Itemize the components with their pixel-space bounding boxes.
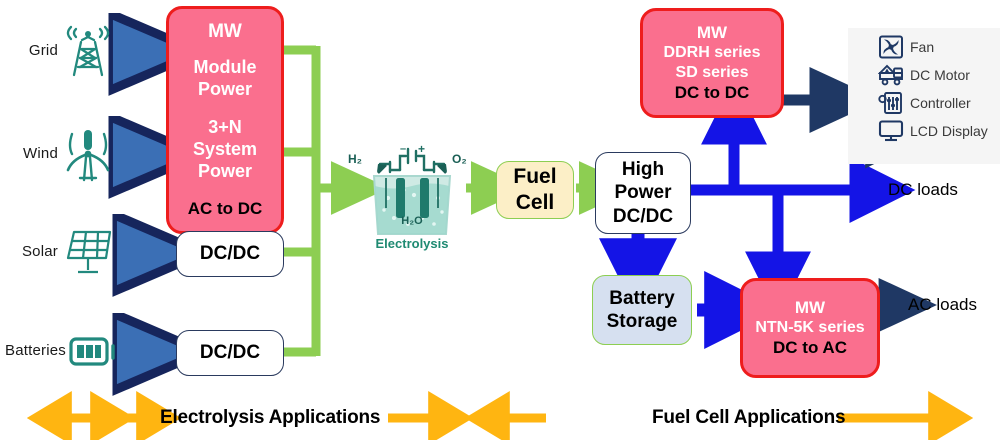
solar-dcdc-label: DC/DC — [199, 243, 261, 265]
green-bus — [284, 45, 321, 357]
banner-label-electrolysis: Electrolysis Applications — [160, 407, 381, 428]
dc-to-dc-module-box[interactable]: MW DDRH series SD series DC to DC — [640, 8, 784, 118]
solar-dcdc-box[interactable]: DC/DC — [176, 231, 284, 277]
wind-turbine-icon — [66, 130, 110, 182]
load-label-controller: Controller — [910, 95, 971, 111]
high-power-line-2: Power — [614, 182, 672, 204]
hydrogen-label: H₂ — [348, 152, 362, 166]
dcdc-module-line-1: MW — [696, 22, 728, 42]
high-power-dcdc-box[interactable]: High Power DC/DC — [595, 152, 691, 234]
dcdc-module-line-2: DDRH series — [663, 44, 761, 62]
source-label-wind: Wind — [23, 145, 58, 162]
ac-dc-line-4: 3+N — [208, 117, 242, 138]
dc-loads-label: DC loads — [888, 180, 958, 199]
battery-storage-line-1: Battery — [609, 287, 675, 309]
fuel-cell-box[interactable]: Fuel Cell — [496, 161, 574, 219]
battery-dcdc-label: DC/DC — [199, 342, 261, 364]
load-item-controller[interactable]: Controller — [878, 89, 1000, 117]
oxygen-label: O₂ — [452, 152, 467, 166]
ac-loads-label: AC loads — [908, 295, 977, 314]
ac-dc-line-1: MW — [208, 21, 242, 43]
ac-dc-line-6: Power — [197, 161, 253, 182]
hydrogen-label-wrap: H₂ — [348, 150, 374, 168]
antenna-tower-icon — [66, 25, 110, 77]
electrolysis-illustration: – + H₂O — [356, 142, 468, 250]
solar-panel-icon — [66, 230, 112, 274]
dcac-module-line-2: NTN-5K series — [755, 319, 865, 337]
dc-to-ac-module-box[interactable]: MW NTN-5K series DC to AC — [740, 278, 880, 378]
battery-storage-line-2: Storage — [606, 311, 678, 332]
load-item-fan[interactable]: Fan — [878, 33, 1000, 61]
fan-icon — [879, 35, 903, 59]
ac-dc-line-2: Module — [193, 57, 257, 78]
load-label-lcd-display: LCD Display — [910, 123, 988, 139]
dcdc-module-line-3: SD series — [675, 64, 749, 81]
load-item-lcd-display[interactable]: LCD Display — [878, 117, 1000, 145]
high-power-line-3: DC/DC — [612, 205, 674, 227]
ac-dc-line-7: AC to DC — [187, 199, 263, 219]
load-item-dc-motor[interactable]: DC Motor — [878, 61, 1000, 89]
controller-icon — [878, 92, 902, 114]
battery-icon — [69, 337, 115, 366]
ac-dc-line-5: System — [192, 139, 258, 160]
load-label-dc-motor: DC Motor — [910, 67, 970, 83]
dcac-module-line-1: MW — [794, 297, 826, 317]
source-label-solar: Solar — [21, 243, 58, 260]
dcac-module-line-3: DC to AC — [773, 337, 847, 357]
banner-label-fuelcell: Fuel Cell Applications — [652, 407, 846, 428]
electrolysis-caption: Electrolysis — [375, 236, 449, 251]
load-label-fan: Fan — [910, 39, 935, 55]
battery-dcdc-box[interactable]: DC/DC — [176, 330, 284, 376]
dc-motor-icon — [878, 64, 903, 86]
fuel-cell-line-2: Cell — [515, 191, 555, 214]
electrolysis-negative-sign: – — [400, 143, 406, 155]
ac-dc-line-3: Power — [197, 79, 253, 100]
ac-to-dc-converter-box[interactable]: MW Module Power 3+N System Power AC to D… — [166, 6, 284, 234]
electrolysis-positive-sign: + — [418, 142, 425, 156]
fuel-cell-line-1: Fuel — [513, 165, 557, 189]
source-label-batteries: Batteries — [5, 342, 66, 359]
loads-panel: Fan DC Motor — [848, 28, 1000, 164]
dcdc-module-line-4: DC to DC — [674, 82, 750, 102]
battery-storage-box[interactable]: Battery Storage — [592, 275, 692, 345]
high-power-line-1: High — [621, 159, 665, 181]
source-label-grid: Grid — [28, 42, 58, 59]
electrolysis-water-label: H₂O — [401, 215, 423, 227]
oxygen-label-wrap: O₂ — [452, 150, 478, 168]
lcd-display-icon — [878, 120, 904, 142]
